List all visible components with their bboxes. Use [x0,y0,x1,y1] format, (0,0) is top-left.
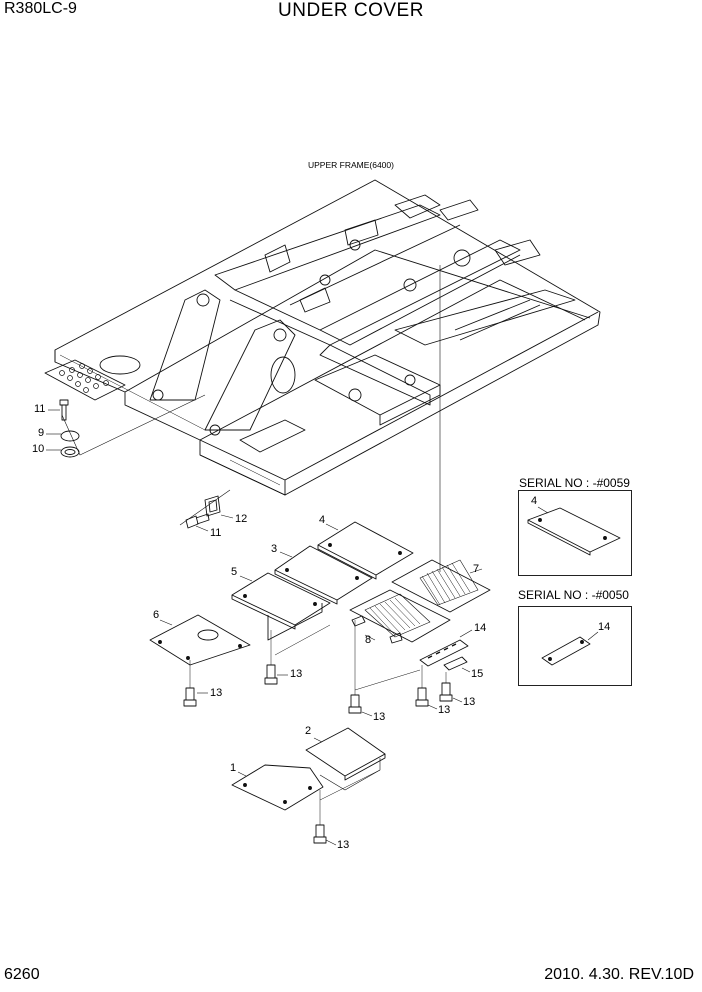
plate-12 [204,495,221,517]
bolt-11-upper [59,399,69,421]
serial-box-1 [518,490,632,576]
cover-5 [231,572,331,641]
callout-10: 10 [32,443,45,455]
cover-1 [231,764,324,811]
bolt-11-lower [185,513,210,529]
callout-15: 15 [471,668,484,680]
bolt-13-b [183,660,197,707]
model-number: R380LC-9 [4,0,77,17]
callout-13: 13 [337,839,350,851]
bolt-13-f [313,790,327,844]
plate-15 [443,656,468,671]
callout-1: 1 [230,762,237,774]
callout-6: 6 [153,609,160,621]
page-number: 6260 [4,966,40,983]
bolt-13-a [264,630,278,685]
bolt-13-d [415,665,429,707]
gasket-10 [60,446,80,458]
callout-13: 13 [438,704,451,716]
callout-13: 13 [210,687,223,699]
serial-box-1-part: 4 [531,495,538,507]
grille-cover-8 [349,589,451,644]
serial-box-1-label: SERIAL NO : -#0059 [519,476,630,490]
callout-13: 13 [290,668,303,680]
upper-frame-drawing [44,179,601,496]
revision-date: 2010. 4.30. REV.10D [544,966,694,983]
upper-frame-label: UPPER FRAME(6400) [308,160,394,170]
cover-4 [317,521,414,580]
serial-box-2 [518,606,632,686]
cover-6 [149,614,251,666]
cover-9 [60,430,80,442]
callout-13: 13 [463,696,476,708]
grille-cover-7 [391,559,491,613]
callout-3: 3 [271,543,278,555]
callout-7: 7 [473,563,480,575]
callout-leaders [46,409,483,846]
serial-box-2-part: 14 [598,621,611,633]
cover-2 [305,727,386,791]
callout-13: 13 [373,711,386,723]
callout-11: 11 [34,403,46,415]
callout-14: 14 [474,622,487,634]
callout-4: 4 [319,514,326,526]
callout-2: 2 [305,725,312,737]
callout-12: 12 [235,513,248,525]
callout-9: 9 [38,427,45,439]
callout-11: 11 [210,527,222,539]
callout-5: 5 [231,566,238,578]
callout-8: 8 [365,634,372,646]
page-title: UNDER COVER [278,0,424,21]
bolt-13-e [439,672,453,702]
serial-box-1-drawing [527,506,621,556]
serial-box-2-label: SERIAL NO : -#0050 [518,588,629,602]
serial-box-2-drawing [541,631,599,666]
leader-line [61,394,206,456]
bolt-13-c [348,620,362,714]
plate-14 [419,639,469,667]
cover-3 [274,545,373,605]
